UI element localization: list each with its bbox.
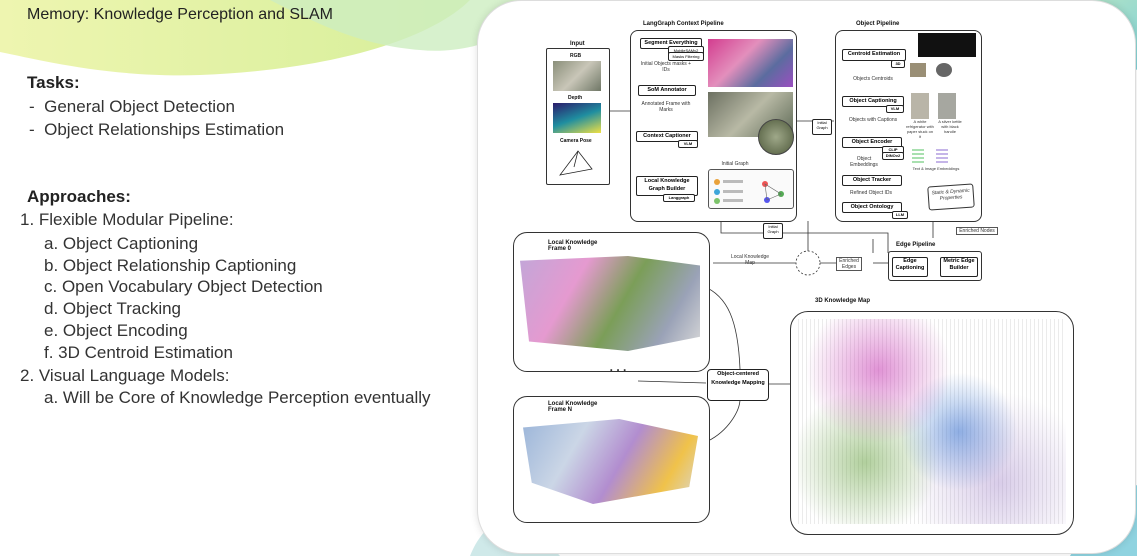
input-label: Input [570, 41, 585, 47]
approach-subitem: a. Object Captioning [44, 234, 199, 253]
approach-subitem: f. 3D Centroid Estimation [44, 343, 233, 362]
object-thumb [936, 63, 952, 77]
object-ontology-box: Object Ontology [842, 202, 902, 213]
object-encoder-box: Object Encoder [842, 137, 902, 148]
frame0-map [520, 256, 700, 351]
vlm-tag-2: VLM [886, 105, 904, 113]
approach-subitem: c. Open Vocabulary Object Detection [44, 277, 323, 296]
dinov2-tag: DINOv2 [882, 152, 904, 160]
initial-graph-tag: Initial Graph [763, 223, 783, 239]
zoom-image [758, 119, 794, 155]
approach-item: 2. Visual Language Models: [20, 366, 230, 385]
pipeline-figure: Input RGB Depth Camera Pose LangGraph Co… [477, 0, 1136, 554]
mask-filter-tag: Masks Filtering [668, 52, 704, 61]
enriched-nodes-tag: Enriched Nodes [956, 227, 998, 235]
embedding-thumb [912, 149, 924, 163]
segmented-image [708, 39, 793, 87]
edge-pipeline-title: Edge Pipeline [896, 242, 936, 248]
approach-subitem: b. Object Relationship Captioning [44, 256, 297, 275]
captions-text: Objects with Captions [848, 117, 898, 123]
approaches-heading: Approaches: [27, 187, 131, 206]
caption-1: A white refrigerator with paper stuck on… [906, 119, 934, 139]
masks-preview [918, 33, 976, 57]
approach-subitem: e. Object Encoding [44, 321, 188, 340]
approach-item: 1. Flexible Modular Pipeline: [20, 210, 234, 229]
initial-graph-preview [708, 169, 794, 209]
static-dynamic-text: Static & Dynamic Properties [931, 187, 970, 202]
som-annotator-box: SoM Annotator [638, 85, 696, 96]
langgraph-title: LangGraph Context Pipeline [643, 21, 724, 27]
initial-graph-label: Initial Graph [721, 161, 749, 167]
frameN-label: Local Knowledge Frame N [548, 401, 598, 413]
embedding-thumb [936, 149, 948, 163]
llm-tag: LLM [892, 211, 908, 219]
centroids-text: Objects Centroids [853, 76, 893, 82]
enriched-edges-tag: Enriched Edges [836, 257, 862, 271]
object-captioning-box: Object Captioning [842, 96, 904, 107]
object-thumb [910, 63, 926, 77]
initial-graph-tag: Initial Graph [812, 119, 832, 135]
approach-subitem: d. Object Tracking [44, 299, 182, 318]
figure-connectors [608, 47, 934, 442]
frame0-label: Local Knowledge Frame 0 [548, 240, 598, 252]
edge-captioning-box: Edge Captioning [892, 257, 928, 277]
context-captioner-box: Context Captioner [636, 131, 698, 142]
slide-title: Memory: Knowledge Perception and SLAM [27, 6, 333, 23]
rgb-image [553, 61, 601, 91]
camera-pose-label: Camera Pose [560, 138, 592, 144]
task-item: - General Object Detection [29, 97, 235, 116]
ocm-box: Object-centered Knowledge Mapping [707, 369, 769, 401]
depth-label: Depth [568, 95, 583, 101]
task-item: - Object Relationships Estimation [29, 120, 285, 139]
camera-pose-icon [559, 150, 593, 176]
metric-edge-box: Metric Edge Builder [940, 257, 978, 277]
embeddings-text: Object Embeddings [850, 156, 878, 168]
rgb-label: RGB [570, 53, 582, 59]
object-tracker-box: Object Tracker [842, 175, 902, 186]
tasks-heading: Tasks: [27, 73, 80, 92]
map3d-title: 3D Knowledge Map [815, 298, 871, 304]
depth-image [553, 103, 601, 133]
properties-box: Static & Dynamic Properties [927, 183, 975, 211]
fridge-thumb [911, 93, 929, 119]
initial-objects-text: Initial Objects masks + IDs [640, 61, 692, 73]
annotated-text: Annotated Frame with Marks [641, 101, 691, 113]
kettle-thumb [938, 93, 956, 119]
centroid-box: Centroid Estimation [842, 49, 906, 61]
3d-tag: 3D [891, 60, 905, 68]
caption-2: A silver kettle with black handle [938, 119, 962, 134]
local-kg-builder-box: Local Knowledge Graph Builder [636, 176, 698, 196]
local-kg-map-text: Local Knowledge Map [730, 254, 770, 266]
text-image-emb-text: Text & Image Embeddings [912, 166, 960, 171]
vlm-tag: VLM [678, 140, 698, 148]
refined-ids-text: Refined Object IDs [850, 190, 892, 196]
approach-subitem: a. Will be Core of Knowledge Perception … [44, 388, 431, 407]
object-pipeline-title: Object Pipeline [856, 21, 900, 27]
map3d-pointcloud [798, 319, 1066, 524]
frames-ellipsis: . . . [609, 360, 627, 374]
langgraph-tag: Langgraph [663, 194, 695, 202]
